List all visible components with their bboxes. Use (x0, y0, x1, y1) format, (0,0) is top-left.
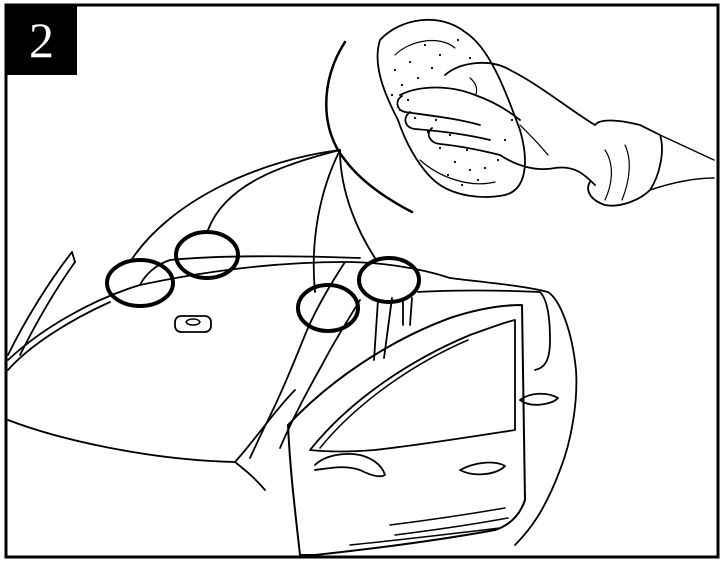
front-door-handle (460, 463, 505, 475)
windshield (8, 262, 450, 360)
rear-door-handle (520, 394, 558, 405)
shirt-cuff (588, 120, 714, 205)
step-number: 2 (6, 5, 77, 75)
car (8, 252, 576, 555)
open-front-door (288, 305, 525, 555)
hand-with-cloth (378, 20, 714, 206)
magnifier-arc (326, 42, 412, 212)
callout-circle-1 (107, 260, 173, 306)
hand (397, 63, 714, 206)
frame-border (6, 5, 718, 557)
a-pillar (250, 262, 345, 458)
callout-circle-2 (176, 232, 238, 278)
callout-circle-3 (298, 285, 358, 331)
